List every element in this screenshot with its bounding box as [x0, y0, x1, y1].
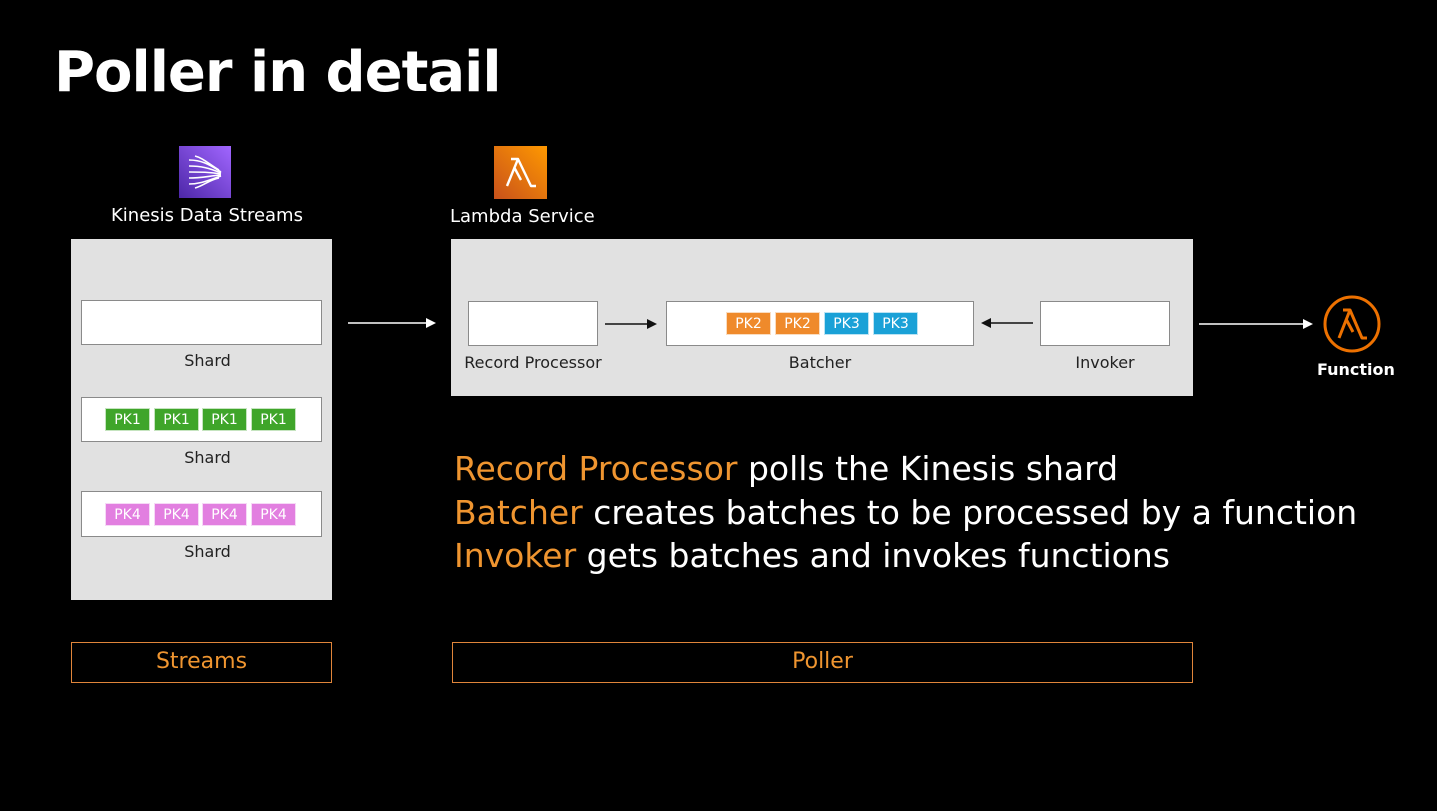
shard-label: Shard	[184, 448, 231, 467]
arrow-processor-to-batcher	[605, 319, 657, 329]
record-pk3: PK3	[873, 312, 918, 335]
shard-box	[81, 300, 322, 345]
record-pk4: PK4	[202, 503, 247, 526]
shard-box: PK1 PK1 PK1 PK1	[81, 397, 322, 442]
batcher-label: Batcher	[788, 353, 852, 372]
description-highlight: Invoker	[454, 536, 577, 575]
record-pk1: PK1	[154, 408, 199, 431]
description-line: Invoker gets batches and invokes functio…	[454, 536, 1170, 575]
record-pk2: PK2	[775, 312, 820, 335]
description-line: Record Processor polls the Kinesis shard	[454, 449, 1118, 488]
arrow-poller-to-function	[1199, 319, 1313, 329]
shard-label: Shard	[184, 351, 231, 370]
description-text: gets batches and invokes functions	[576, 536, 1170, 575]
description-highlight: Batcher	[454, 493, 583, 532]
kinesis-service-label: Kinesis Data Streams	[111, 205, 303, 226]
function-label: Function	[1317, 360, 1395, 379]
arrow-invoker-to-batcher	[981, 318, 1033, 328]
shard-box: PK4 PK4 PK4 PK4	[81, 491, 322, 537]
slide-title: Poller in detail	[54, 40, 502, 105]
record-pk4: PK4	[105, 503, 150, 526]
record-pk2: PK2	[726, 312, 771, 335]
record-processor-label: Record Processor	[464, 353, 602, 372]
record-pk4: PK4	[251, 503, 296, 526]
lambda-service-icon	[494, 146, 547, 199]
record-processor-box	[468, 301, 598, 346]
description-text: creates batches to be processed by a fun…	[582, 493, 1358, 532]
lambda-service-label: Lambda Service	[450, 206, 595, 227]
description-text: polls the Kinesis shard	[737, 449, 1119, 488]
record-pk1: PK1	[202, 408, 247, 431]
poller-footer-label: Poller	[452, 642, 1193, 683]
lambda-function-icon	[1322, 294, 1382, 354]
shard-label: Shard	[184, 542, 231, 561]
record-pk3: PK3	[824, 312, 869, 335]
arrow-streams-to-poller	[348, 318, 436, 328]
invoker-box	[1040, 301, 1170, 346]
description-line: Batcher creates batches to be processed …	[454, 493, 1357, 532]
description-highlight: Record Processor	[454, 449, 738, 488]
record-pk4: PK4	[154, 503, 199, 526]
streams-panel: Shard PK1 PK1 PK1 PK1 Shard PK4 PK4 PK4 …	[71, 239, 332, 600]
streams-footer-label: Streams	[71, 642, 332, 683]
record-pk1: PK1	[105, 408, 150, 431]
kinesis-icon	[179, 146, 231, 198]
batcher-box: PK2 PK2 PK3 PK3	[666, 301, 974, 346]
lambda-panel: Record Processor PK2 PK2 PK3 PK3 Batcher…	[451, 239, 1193, 396]
invoker-label: Invoker	[1075, 353, 1135, 372]
record-pk1: PK1	[251, 408, 296, 431]
